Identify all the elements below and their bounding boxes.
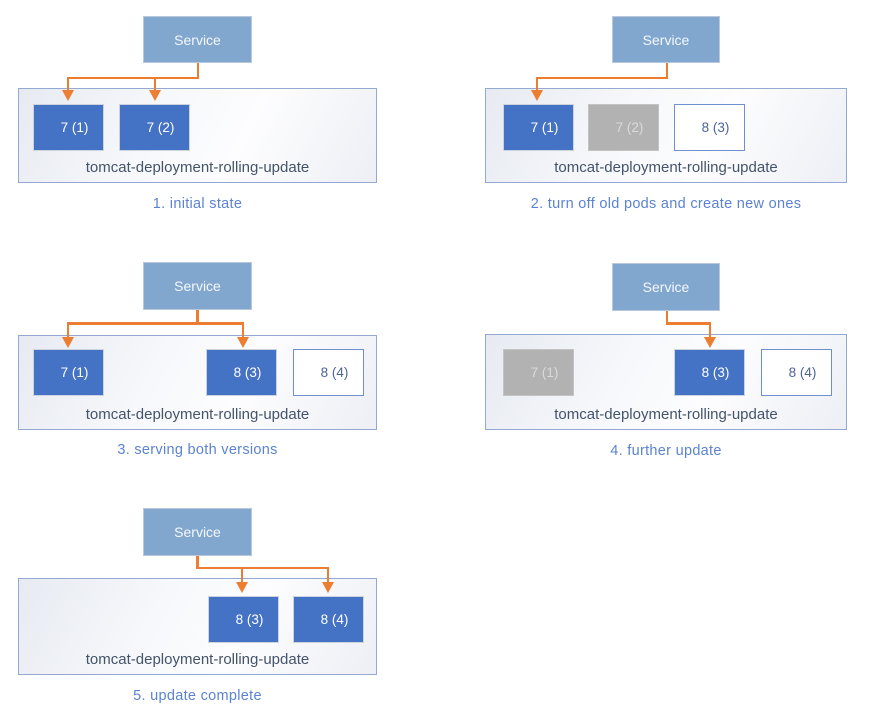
arrowhead-down-icon [703,336,716,348]
arrow-connector [196,310,199,325]
service-label: Service [174,278,221,294]
arrow-connector [66,322,70,337]
arrow-connector [665,63,669,78]
arrow-connector [535,76,669,79]
panel-caption: 3. serving both versions [117,442,278,458]
deployment-label: tomcat-deployment-rolling-update [554,159,778,176]
deployment-box: 8 (3) 8 (4) tomcat-deployment-rolling-up… [18,578,377,675]
arrowhead-down-icon [236,336,249,348]
pod-8-3: 8 (3) [674,349,745,396]
deployment-label: tomcat-deployment-rolling-update [85,406,310,423]
panel-caption: 1. initial state [152,196,243,212]
service-box: Service [612,263,720,311]
pod-8-3: 8 (3) [206,349,277,396]
arrow-connector [196,556,199,569]
pod-7-1: 7 (1) [503,349,574,396]
arrowhead-down-icon [61,90,74,101]
deployment-box: 7 (1) 8 (3) 8 (4) tomcat-deployment-roll… [18,335,377,430]
deployment-label: tomcat-deployment-rolling-update [85,159,310,176]
pod-label: 7 (2) [615,120,644,135]
arrow-connector [665,310,669,325]
pod-label: 7 (1) [530,365,559,380]
pod-8-4: 8 (4) [293,596,364,643]
arrow-connector [665,322,712,325]
pod-7-1: 7 (1) [503,104,574,151]
pod-label: 8 (3) [233,365,262,380]
service-box: Service [143,262,252,310]
deployment-label: tomcat-deployment-rolling-update [554,406,778,423]
pod-7-2: 7 (2) [588,104,659,151]
pod-label: 8 (3) [701,120,730,135]
pod-label: 7 (1) [60,365,89,380]
arrowhead-down-icon [235,582,248,593]
deployment-box: 7 (1) 7 (2) 8 (3) tomcat-deployment-roll… [485,88,847,183]
pod-7-1: 7 (1) [33,104,104,151]
arrow-connector [196,63,199,78]
arrowhead-down-icon [61,336,74,348]
pod-8-3: 8 (3) [208,596,279,643]
arrow-connector [66,76,70,91]
service-box: Service [612,16,720,63]
pod-8-3: 8 (3) [674,104,745,151]
deployment-label: tomcat-deployment-rolling-update [85,651,310,668]
pod-7-1: 7 (1) [33,349,104,396]
arrow-connector [240,566,244,582]
arrowhead-down-icon [530,90,543,101]
pod-label: 8 (4) [320,365,349,380]
pod-8-4: 8 (4) [761,349,832,396]
arrow-connector [535,76,539,91]
pod-label: 7 (2) [146,120,175,135]
arrow-connector [196,566,330,569]
arrow-connector [66,76,199,79]
arrow-connector [153,76,157,91]
arrowhead-down-icon [321,582,334,593]
arrow-connector [241,322,245,337]
arrow-connector [66,322,245,325]
service-box: Service [143,16,252,63]
pod-label: 7 (1) [60,120,89,135]
service-label: Service [642,279,690,295]
pod-label: 8 (3) [701,365,730,380]
pod-label: 8 (4) [320,612,349,627]
service-box: Service [143,508,252,556]
arrow-connector [708,322,712,337]
arrowhead-down-icon [148,90,161,101]
arrow-connector [326,566,330,582]
pod-7-2: 7 (2) [119,104,190,151]
service-label: Service [642,31,690,48]
panel-caption: 5. update complete [133,688,262,704]
pod-label: 7 (1) [530,120,559,135]
deployment-box: 7 (1) 7 (2) tomcat-deployment-rolling-up… [18,88,377,183]
deployment-box: 7 (1) 8 (3) 8 (4) tomcat-deployment-roll… [485,334,847,430]
pod-label: 8 (3) [235,612,264,627]
service-label: Service [174,31,221,48]
panel-caption: 4. further update [610,443,722,459]
panel-caption: 2. turn off old pods and create new ones [530,196,802,212]
service-label: Service [174,524,221,540]
pod-label: 8 (4) [788,365,817,380]
pod-8-4: 8 (4) [293,349,364,396]
